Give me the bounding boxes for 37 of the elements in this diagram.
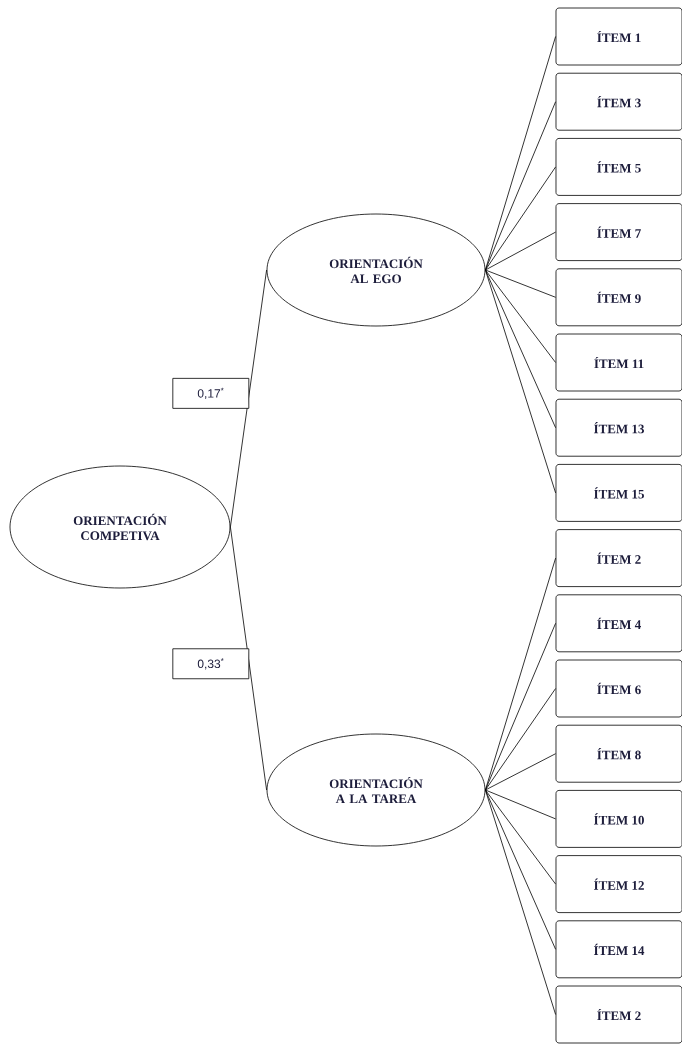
connector-line <box>485 101 556 271</box>
item-box: ÍTEM 2 <box>555 529 682 587</box>
item-box: ÍTEM 5 <box>555 138 682 196</box>
connector-line <box>485 269 556 298</box>
connector-line <box>485 688 556 791</box>
connector-line <box>485 557 556 791</box>
item-box: ÍTEM 4 <box>555 594 682 653</box>
item-box: ÍTEM 1 <box>555 7 682 66</box>
item-box: ÍTEM 7 <box>555 203 682 261</box>
item-box: ÍTEM 15 <box>555 464 682 522</box>
item-box: ÍTEM 12 <box>555 855 682 913</box>
connector-line <box>230 269 267 528</box>
connector-line <box>485 166 556 271</box>
edge-label: 0,17$^{*}$ <box>172 377 250 409</box>
connector-line <box>485 36 556 271</box>
item-box: ÍTEM 8 <box>555 724 682 783</box>
item-box: ÍTEM 13 <box>555 398 682 457</box>
connector-line <box>485 622 556 791</box>
connector-line <box>485 269 556 494</box>
item-box: ÍTEM 2 <box>555 985 682 1044</box>
connector-line <box>485 789 556 820</box>
connector-line <box>485 231 556 271</box>
item-box: ÍTEM 6 <box>555 659 682 718</box>
connector-line <box>485 789 556 1015</box>
ellipse-node: ORIENTACIÓN COMPETIVA <box>9 465 231 589</box>
connector-line <box>230 526 267 791</box>
item-box: ÍTEM 11 <box>555 333 682 392</box>
connector-line <box>485 269 556 363</box>
item-box: ÍTEM 10 <box>555 790 682 848</box>
ellipse-node: ORIENTACIÓN A LA TAREA <box>266 733 486 847</box>
item-box: ÍTEM 9 <box>555 268 682 327</box>
edge-label: 0,33$^{*}$ <box>172 648 250 680</box>
connector-line <box>485 789 556 885</box>
item-box: ÍTEM 14 <box>555 920 682 979</box>
ellipse-node: ORIENTACIÓN AL EGO <box>266 213 486 327</box>
connector-line <box>485 753 556 791</box>
item-box: ÍTEM 3 <box>555 72 682 131</box>
